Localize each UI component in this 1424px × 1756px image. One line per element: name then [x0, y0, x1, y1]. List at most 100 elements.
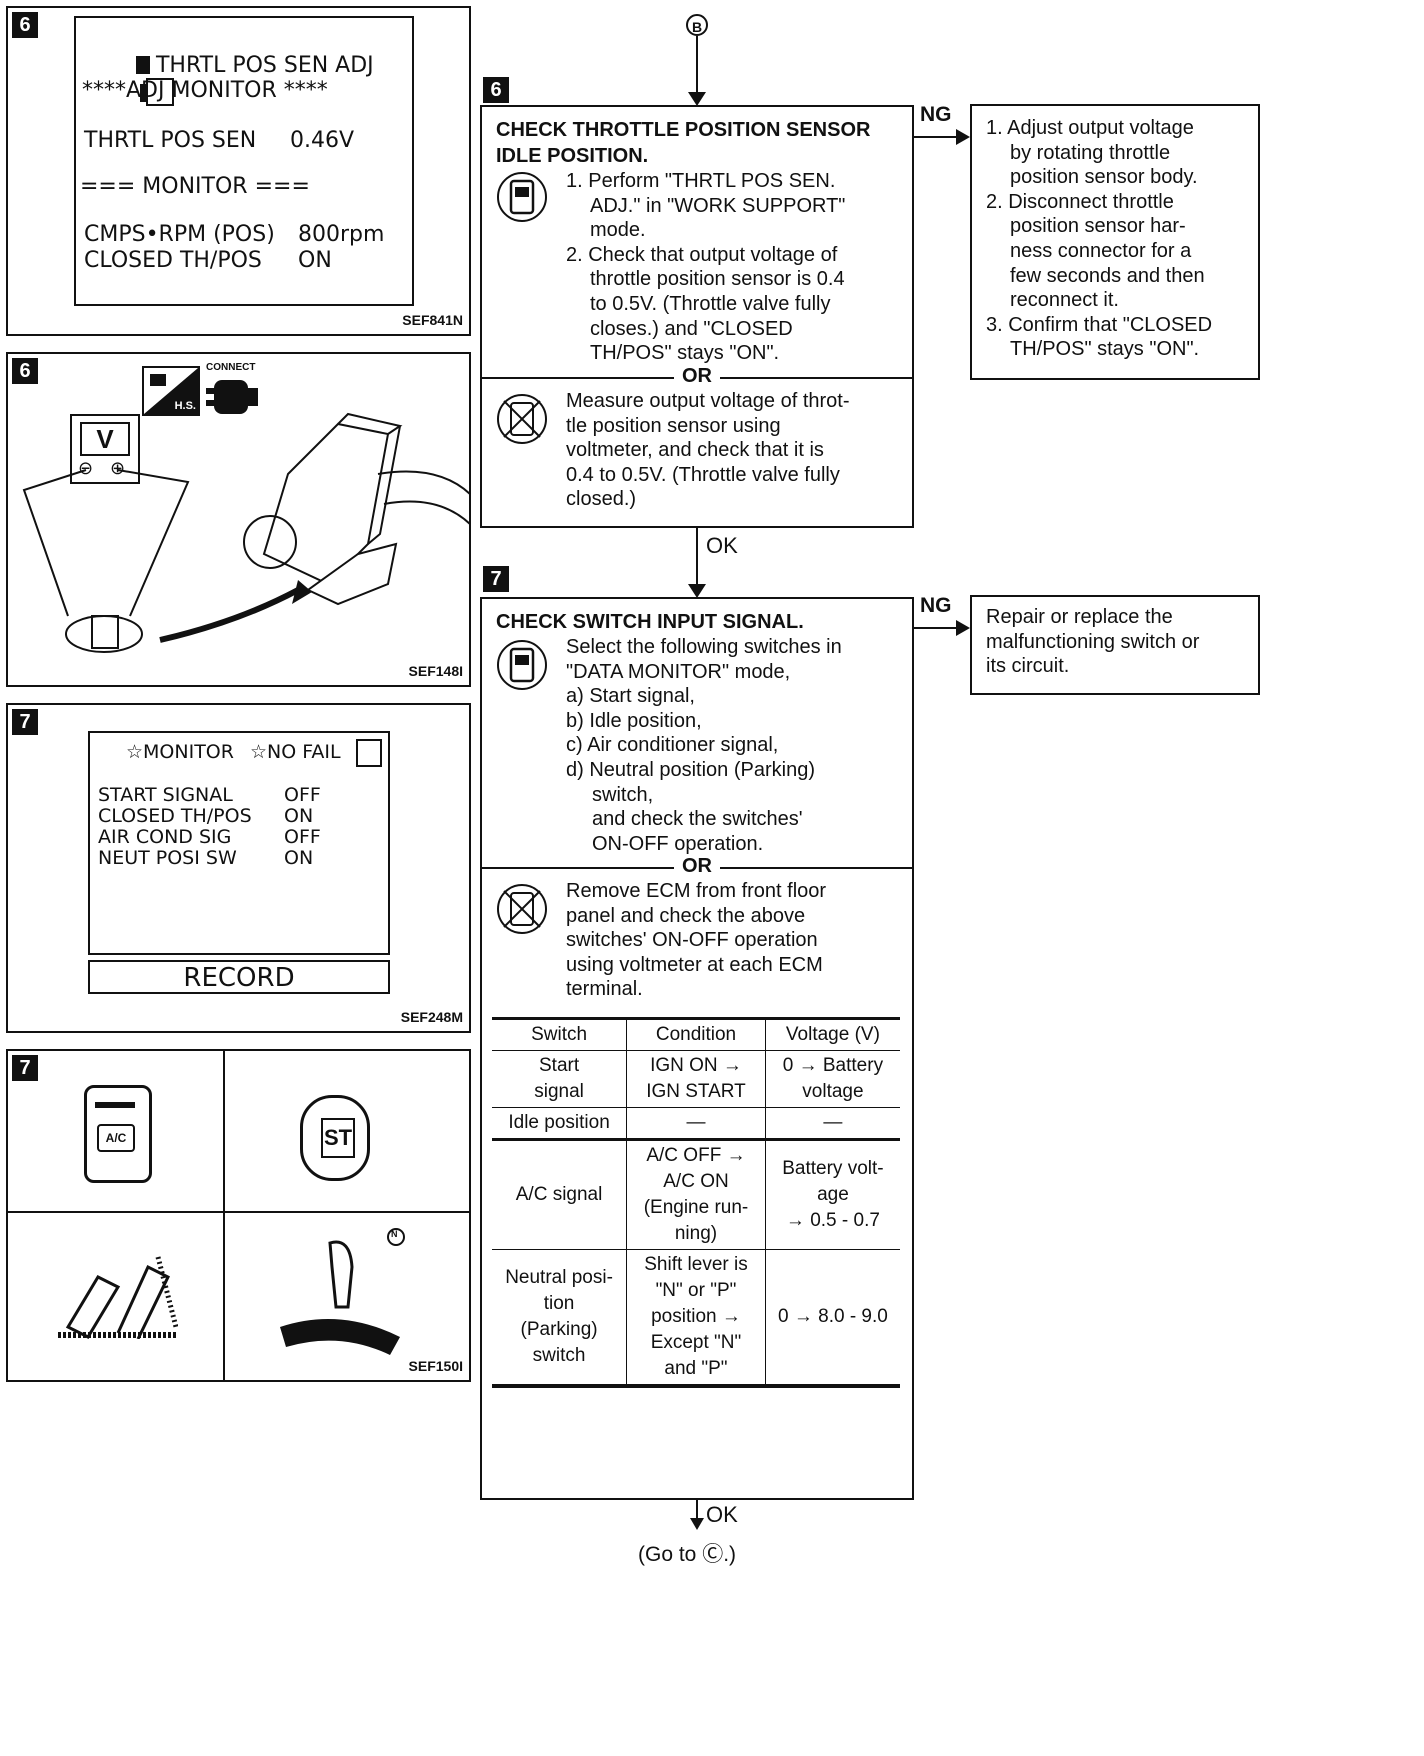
text-line: closed.): [566, 488, 637, 511]
or-label: OR: [674, 855, 720, 878]
consult-screen: THRTL POS SEN ADJ ****ADJ MONITOR **** T…: [74, 16, 414, 306]
arrowhead-icon: [956, 129, 970, 145]
figure-code: SEF841N: [402, 312, 463, 328]
table-header-voltage: Voltage (V): [765, 1020, 900, 1051]
cell-line: Except "N": [650, 1332, 742, 1353]
consult-tool-icon: [497, 640, 547, 690]
cell-line: —: [823, 1112, 843, 1133]
step6-ng-label: NG: [920, 103, 952, 126]
plus-terminal-icon: ⊕: [110, 458, 126, 478]
cell-line: tion: [543, 1293, 575, 1314]
text-line: switches' ON-OFF operation: [566, 929, 818, 952]
step-number-badge: 7: [12, 709, 38, 735]
table-header-switch: Switch: [492, 1020, 628, 1051]
step6-alt-instructions: Measure output voltage of throt-tle posi…: [566, 389, 910, 512]
step6-ok-label: OK: [706, 533, 738, 558]
screen-title: THRTL POS SEN ADJ: [94, 28, 374, 131]
text-line: Remove ECM from front floor: [566, 880, 827, 902]
text-line: ADJ." in "WORK SUPPORT": [590, 194, 846, 217]
text-line: terminal.: [566, 978, 643, 1001]
text-line: 0.4 to 0.5V. (Throttle valve fully: [566, 463, 840, 486]
hs-engine-icon: H.S.: [142, 366, 200, 416]
voltmeter-display: V: [80, 422, 130, 456]
cell-line: (Engine run-: [643, 1197, 749, 1218]
cell-line: Shift lever is: [644, 1254, 748, 1275]
table-row: Idle position——: [492, 1107, 900, 1141]
cell-line: Start: [539, 1055, 580, 1076]
text-line: by rotating throttle: [1010, 141, 1171, 164]
cell-line: voltage: [802, 1081, 864, 1102]
ac-button-label: A/C: [97, 1124, 135, 1152]
step6-number-badge: 6: [483, 77, 509, 103]
goto-next-link[interactable]: (Go to Ⓒ.): [638, 1543, 737, 1566]
step-number-badge: 6: [12, 358, 38, 384]
cell-line: 0 → Battery: [782, 1055, 884, 1076]
flow-arrow-top: [696, 36, 698, 94]
cell-line: A/C signal: [515, 1184, 603, 1205]
step6-ng-arrow: [914, 136, 958, 138]
screen-closed-label: CLOSED TH/POS: [84, 248, 262, 273]
nofail-checkbox[interactable]: [356, 739, 382, 767]
hs-label: H.S.: [174, 400, 196, 412]
text-line: Measure output voltage of throt-: [566, 390, 850, 412]
pedals-icon: [58, 1256, 178, 1339]
ignition-st-label: ST: [321, 1118, 355, 1158]
or-label: OR: [674, 365, 720, 388]
monitor-row-value: ON: [284, 805, 314, 827]
text-line: "DATA MONITOR" mode,: [566, 660, 791, 683]
step-number-badge: 6: [12, 12, 38, 38]
text-line: using voltmeter at each ECM: [566, 953, 823, 976]
step-number-badge: 7: [12, 1055, 38, 1081]
step7-ng-arrow: [914, 627, 958, 629]
checkbox-icon[interactable]: [145, 78, 174, 106]
monitor-row-value: OFF: [284, 784, 321, 806]
monitor-row: CLOSED TH/POS ON: [98, 806, 378, 827]
text-line: 1. Perform "THRTL POS SEN.: [566, 170, 836, 192]
cell-line: ning): [674, 1223, 718, 1244]
step7-ok-arrow: [696, 1500, 698, 1520]
monitor-header: ☆MONITOR: [126, 741, 234, 763]
cell-line: age: [817, 1184, 849, 1205]
cell-line: IGN START: [646, 1081, 746, 1102]
text-line: b) Idle position,: [566, 709, 702, 732]
screen-sensor-value: 0.46V: [290, 128, 355, 153]
monitor-row-label: AIR COND SIG: [98, 826, 232, 848]
cell-line: Idle position: [508, 1112, 610, 1133]
text-line: position sensor body.: [1010, 166, 1198, 189]
text-line: reconnect it.: [1010, 289, 1119, 312]
text-line: Repair or replace the: [986, 606, 1173, 628]
voltmeter: V ⊖ ⊕: [70, 414, 140, 484]
entry-marker-icon: B: [686, 14, 708, 36]
cell-line: and "P": [664, 1358, 728, 1379]
no-tools-icon: [497, 394, 547, 444]
table-cell-voltage: —: [765, 1107, 900, 1141]
table-cell-switch: Idle position: [492, 1107, 628, 1141]
cell-line: (Parking): [520, 1319, 598, 1340]
arrowhead-icon: [688, 92, 706, 106]
record-button[interactable]: RECORD: [88, 960, 390, 994]
text-line: and check the switches': [592, 808, 803, 831]
ac-indicator-icon: [95, 1102, 135, 1108]
panel-voltmeter-illustration: 6 H.S. CONNECT V ⊖ ⊕ SEF148I: [6, 352, 471, 687]
figure-code: SEF148I: [408, 663, 463, 679]
test-leads-icon: [22, 412, 471, 653]
text-line: 2. Disconnect throttle: [986, 190, 1174, 213]
step7-title: CHECK SWITCH INPUT SIGNAL.: [496, 611, 804, 633]
figure-code: SEF248M: [400, 1009, 463, 1025]
hs-diagonal-icon: [144, 368, 198, 414]
panel-switch-illustrations: 7 A/C ST N SEF150I: [6, 1049, 471, 1382]
text-line: throttle position sensor is 0.4: [590, 268, 845, 291]
text-line: ON-OFF operation.: [592, 832, 764, 855]
monitor-row-value: OFF: [284, 826, 321, 848]
monitor-row-label: CLOSED TH/POS: [98, 805, 252, 827]
